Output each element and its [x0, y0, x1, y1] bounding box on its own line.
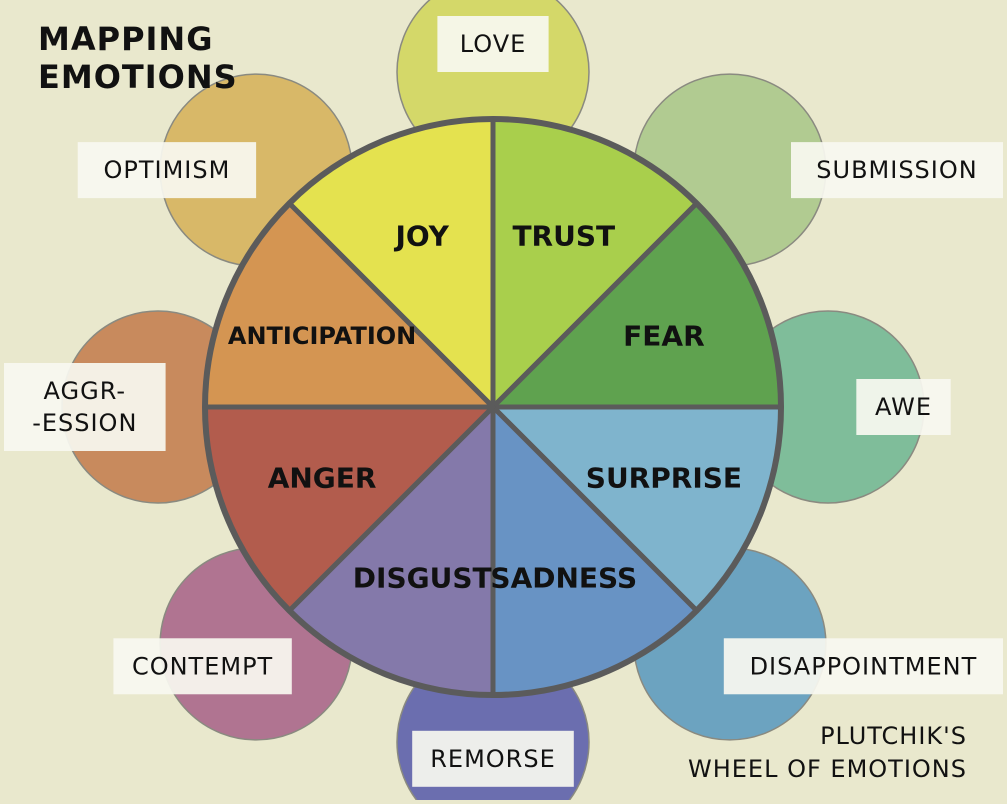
dyad-label-submission: SUBMISSION — [791, 142, 1003, 199]
dyad-label-box — [4, 363, 166, 451]
wedge-label-fear: FEAR — [623, 320, 704, 353]
dyad-label-box — [437, 16, 549, 72]
dyad-label-contempt: CONTEMPT — [113, 638, 292, 695]
dyad-label-box — [77, 142, 257, 199]
credit-line-1: PLUTCHIK'S — [820, 722, 967, 750]
credit-line-2: WHEEL OF EMOTIONS — [687, 755, 967, 783]
diagram-credit: PLUTCHIK'S WHEEL OF EMOTIONS — [688, 720, 967, 786]
dyad-label-text: -ESSION — [32, 409, 137, 437]
wedge-label-disgust: DISGUST — [353, 561, 492, 594]
dyad-label-text: REMORSE — [430, 745, 556, 773]
wedge-label-anger: ANGER — [268, 461, 377, 494]
wheel-outline — [202, 116, 784, 698]
dyad-label-text: AWE — [875, 393, 932, 421]
wedge-label-anticipation: ANTICIPATION — [228, 322, 416, 350]
dyad-label-awe: AWE — [856, 379, 951, 435]
title-line-2: EMOTIONS — [38, 58, 238, 96]
dyad-label-text: SUBMISSION — [816, 156, 977, 184]
wedge-label-sadness: SADNESS — [490, 561, 637, 594]
dyad-label-box — [856, 379, 951, 435]
dyad-label-disappointment: DISAPPOINTMENT — [723, 638, 1003, 695]
dyad-label-remorse: REMORSE — [412, 730, 574, 787]
title-line-1: MAPPING — [38, 20, 214, 58]
wedge-label-surprise: SURPRISE — [586, 461, 742, 494]
dyad-label-box — [412, 730, 574, 787]
wedge-label-joy: JOY — [393, 220, 449, 253]
dyad-label-box — [723, 638, 1003, 695]
diagram-title: MAPPING EMOTIONS — [38, 20, 238, 96]
dyad-label-text: AGGR- — [44, 377, 127, 405]
wedge-label-trust: TRUST — [512, 220, 615, 253]
dyad-label-text: DISAPPOINTMENT — [750, 652, 978, 680]
dyad-label-text: LOVE — [460, 30, 527, 58]
dyad-label-aggr-ession: AGGR- -ESSION — [4, 363, 166, 451]
dyad-label-text: OPTIMISM — [104, 156, 231, 184]
dyad-label-optimism: OPTIMISM — [77, 142, 257, 199]
dyad-label-box — [791, 142, 1003, 199]
dyad-label-text: CONTEMPT — [132, 652, 273, 680]
dyad-label-love: LOVE — [437, 16, 549, 72]
dyad-label-box — [113, 638, 292, 695]
